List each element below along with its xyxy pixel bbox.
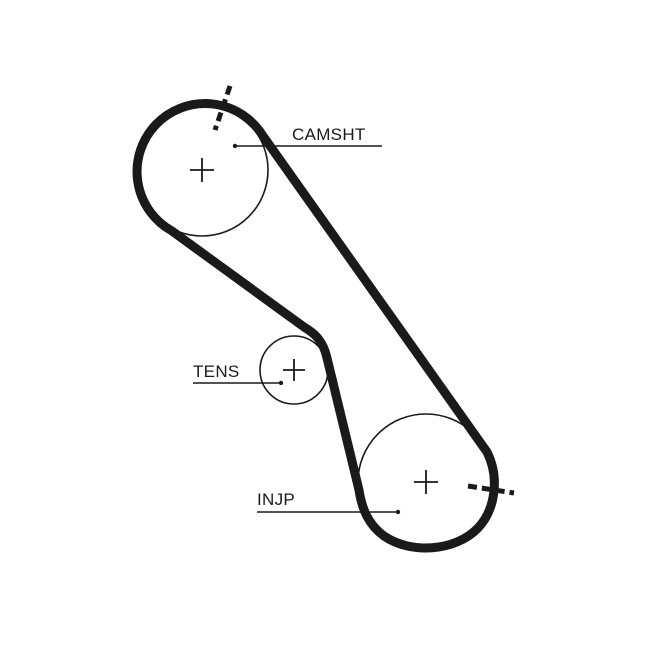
camshaft-label: CAMSHT (292, 125, 366, 144)
camshaft-timing-mark (212, 85, 233, 131)
tensioner-label: TENS (193, 362, 240, 381)
injection-pump-label: INJP (257, 490, 295, 509)
timing-belt (132, 99, 499, 553)
injection-pump-timing-mark (467, 483, 515, 496)
